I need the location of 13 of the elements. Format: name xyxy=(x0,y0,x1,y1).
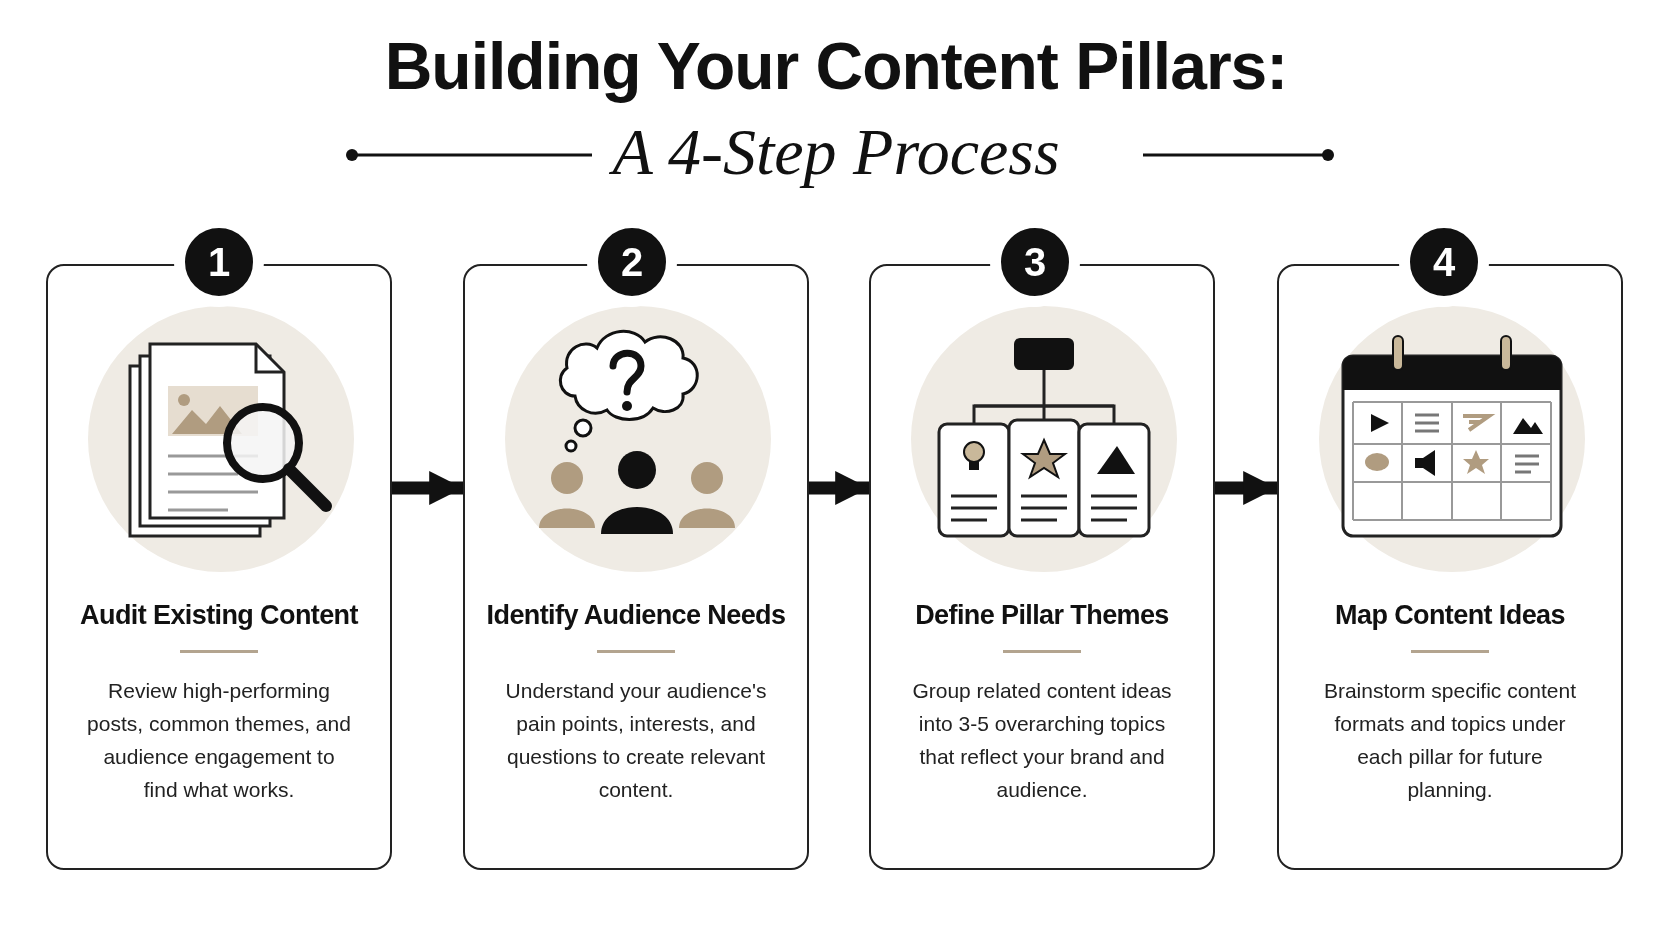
step-description: Group related content ideas into 3-5 overarching topics that reflect your brand and audience. xyxy=(911,678,1173,803)
step-heading: Identify Audience Needs xyxy=(485,600,787,631)
arrow xyxy=(392,471,463,505)
step-description: Brainstorm specific content formats and topics under each pillar for future planning. xyxy=(1322,678,1578,803)
step-heading: Define Pillar Themes xyxy=(914,600,1170,631)
step-heading: Audit Existing Content xyxy=(79,600,360,631)
title-text: Building Your Content Pillars: xyxy=(383,28,1289,104)
step-heading: Map Content Ideas xyxy=(1334,600,1566,631)
arrow xyxy=(809,471,869,505)
subtitle-text: A 4-Step Process xyxy=(600,112,1072,192)
step-description: Review high-performing posts, common themes, and audience engagement to find what works. xyxy=(86,678,352,803)
step-description: Understand your audience's pain points, interests, and questions to create relevant content. xyxy=(504,678,768,803)
arrow xyxy=(1215,471,1277,505)
